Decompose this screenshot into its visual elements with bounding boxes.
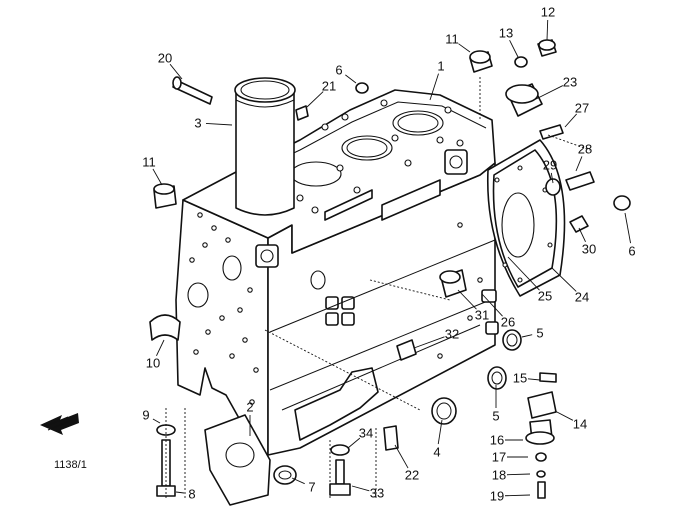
callout-10: 10 (146, 356, 160, 371)
leader-line-31 (457, 289, 477, 310)
callout-11: 11 (445, 32, 459, 47)
callout-30: 30 (582, 242, 596, 257)
callout-5: 5 (492, 409, 499, 424)
callout-6: 6 (335, 63, 342, 78)
leader-line-26 (481, 293, 503, 317)
leader-line-3 (205, 123, 233, 126)
callout-18: 18 (492, 468, 506, 483)
callout-20: 20 (158, 51, 172, 66)
callout-17: 17 (492, 450, 506, 465)
leader-line-7 (291, 477, 305, 485)
callout-33: 33 (370, 486, 384, 501)
callout-27: 27 (575, 101, 589, 116)
leader-line-28 (575, 156, 583, 172)
leader-line-12 (546, 19, 549, 41)
leader-line-9 (152, 418, 161, 424)
callout-13: 13 (499, 26, 513, 41)
callout-23: 23 (563, 75, 577, 90)
cylinder-liner (234, 77, 296, 216)
leader-line-30 (578, 227, 586, 242)
callout-11: 11 (142, 155, 156, 170)
callout-labels: 1234556678910111112131415161718192021222… (142, 5, 635, 504)
leader-line-1 (429, 73, 439, 101)
callout-26: 26 (501, 315, 515, 330)
leader-line-32 (413, 336, 445, 349)
callout-5: 5 (536, 326, 543, 341)
leader-line-11 (152, 168, 163, 186)
leader-line-29 (550, 172, 554, 184)
callout-28: 28 (578, 142, 592, 157)
leader-line-24 (551, 267, 577, 292)
leader-line-22 (394, 444, 409, 469)
callout-3: 3 (194, 116, 201, 131)
callout-6: 6 (628, 244, 635, 259)
callout-16: 16 (490, 433, 504, 448)
leader-line-6 (345, 74, 357, 84)
rear-plate (486, 139, 566, 297)
leader-line-21 (306, 91, 324, 108)
leader-line-34 (347, 437, 361, 449)
leader-line-25 (507, 256, 540, 291)
leader-line-8 (175, 491, 185, 494)
leader-line-4 (437, 419, 443, 445)
callout-31: 31 (475, 308, 489, 323)
leader-lines (152, 19, 631, 497)
leader-line-18 (506, 473, 531, 476)
callout-8: 8 (188, 487, 195, 502)
callout-25: 25 (538, 289, 552, 304)
leader-line-33 (351, 485, 370, 492)
callout-14: 14 (573, 417, 587, 432)
leader-line-20 (169, 63, 183, 80)
callout-29: 29 (543, 158, 557, 173)
leader-line-13 (509, 39, 519, 58)
leader-line-19 (504, 494, 531, 497)
callout-7: 7 (308, 480, 315, 495)
plugs-and-seals (149, 39, 631, 506)
callout-1: 1 (437, 59, 444, 74)
callout-32: 32 (445, 327, 459, 342)
figure-id: 1138/1 (54, 459, 87, 471)
callout-12: 12 (541, 5, 555, 20)
leader-line-27 (564, 113, 578, 128)
alignment-lines (165, 77, 591, 500)
callout-21: 21 (322, 79, 336, 94)
leader-line-6 (624, 212, 631, 244)
leader-line-14 (554, 410, 574, 421)
leader-line-23 (535, 85, 564, 100)
callout-2: 2 (246, 400, 253, 415)
callout-9: 9 (142, 408, 149, 423)
callout-34: 34 (359, 426, 373, 441)
callout-19: 19 (490, 489, 504, 504)
leader-line-15 (527, 378, 541, 381)
callout-4: 4 (433, 445, 440, 460)
callout-24: 24 (575, 290, 589, 305)
direction-arrow-icon (40, 413, 79, 435)
callout-22: 22 (405, 468, 419, 483)
leader-line-11 (458, 43, 471, 53)
leader-line-5 (521, 334, 533, 338)
leader-line-10 (156, 339, 165, 356)
callout-15: 15 (513, 371, 527, 386)
